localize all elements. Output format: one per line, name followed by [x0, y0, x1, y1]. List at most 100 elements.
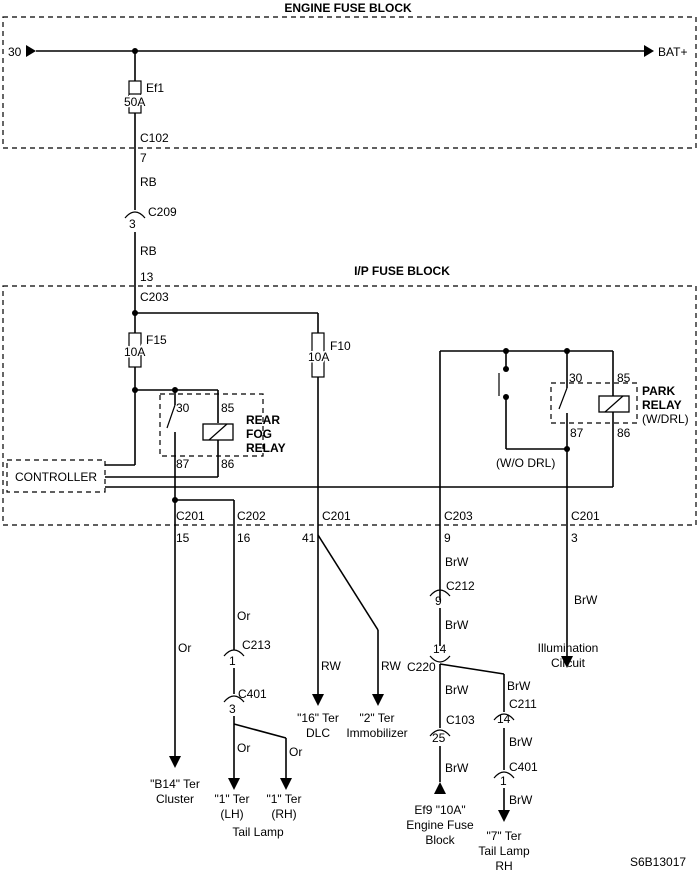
rh-tail-dest-2: Tail Lamp	[478, 844, 530, 858]
controller-box	[6, 459, 106, 493]
ef9-dest-1: Ef9 "10A"	[414, 803, 465, 817]
splice-dot	[172, 497, 178, 503]
pin-13: 13	[140, 270, 154, 284]
dlc-dest-1: "16" Ter	[297, 711, 339, 725]
wire-color-rh: Or	[289, 745, 302, 759]
illum-dest-2: Circuit	[551, 656, 586, 670]
c202: C202	[237, 509, 266, 523]
pr-pin87: 87	[570, 426, 584, 440]
c202-pin: 16	[237, 531, 251, 545]
input-arrow-icon	[26, 45, 36, 57]
lh-dest-2: (LH)	[220, 807, 243, 821]
wire-color-or-2: Or	[237, 609, 250, 623]
ef9-dest-2: Engine Fuse	[406, 818, 474, 832]
rfr-label-2: FOG	[246, 427, 272, 441]
relay-switch-icon	[166, 404, 176, 429]
arrow-down-icon	[280, 778, 292, 790]
wire-color-rb-2: RB	[140, 244, 157, 258]
c212-pin: 9	[435, 594, 442, 608]
rh-tail-dest-1: "7" Ter	[487, 829, 522, 843]
c203-b-pin: 9	[444, 531, 451, 545]
connector-c103-icon	[429, 729, 451, 737]
c103-pin: 25	[432, 731, 446, 745]
immo-dest-2: Immobilizer	[346, 726, 407, 740]
pr-label-3: (W/DRL)	[642, 412, 689, 426]
ip-fuse-block-outline	[2, 285, 697, 526]
arrow-up-icon	[434, 782, 446, 794]
brw-w4: BrW	[445, 761, 469, 775]
connector-c401-icon	[223, 695, 245, 703]
fuse-f10-name: F10	[330, 339, 351, 353]
switch-contact	[503, 366, 509, 372]
engine-fuse-block: ENGINE FUSE BLOCK 30 BAT+ Ef1 50A C102	[2, 1, 697, 149]
arrow-down-icon	[372, 694, 384, 706]
c211-label: C211	[509, 697, 537, 711]
wire-segment	[439, 663, 505, 675]
wire-color-rw: RW	[321, 659, 341, 673]
illum-dest-1-visible: Illumination	[538, 641, 599, 655]
arrow-down-icon	[228, 778, 240, 790]
c211-pin: 14	[497, 712, 511, 726]
c220-pin: 14	[433, 642, 447, 656]
c209-pin: 3	[129, 217, 136, 231]
splice-dot	[564, 446, 570, 452]
c213-pin: 1	[229, 654, 236, 668]
c401-label: C401	[238, 687, 267, 701]
c209-label: C209	[148, 205, 177, 219]
bottom-connector-labels: C201 15 C202 16 C201 41 C203 9 C201 3	[176, 509, 600, 545]
rfr-pin30: 30	[176, 401, 190, 415]
brw-w5: BrW	[507, 679, 531, 693]
fuse-f10-rating: 10A	[308, 350, 329, 364]
lh-dest-1: "1" Ter	[215, 792, 250, 806]
wire-color-rb: RB	[140, 175, 157, 189]
connector-c209-icon	[124, 211, 146, 219]
relay-switch-icon	[558, 387, 568, 410]
brw-w3: BrW	[445, 683, 469, 697]
illumination-circuit: BrW Illumination Illumination Circuit	[538, 593, 599, 670]
pr-pin85: 85	[617, 371, 631, 385]
wire-color-lh: Or	[237, 741, 250, 755]
fuse-f15-rating: 10A	[124, 345, 145, 359]
pr-label-1: PARK	[642, 384, 675, 398]
connector-c212-icon	[429, 589, 451, 597]
fuse-ef1-rating: 50A	[124, 95, 145, 109]
ef9-dest-3: Block	[425, 833, 455, 847]
wire-segment	[317, 534, 379, 631]
c201-b-pin: 41	[302, 531, 316, 545]
rfr-pin85: 85	[221, 401, 235, 415]
c201-a: C201	[176, 509, 205, 523]
immo-dest-1: "2" Ter	[360, 711, 395, 725]
wire-segment	[233, 723, 287, 739]
rfr-label-3: RELAY	[246, 441, 286, 455]
input-terminal-label: 30	[8, 45, 22, 59]
c102-pin: 7	[140, 151, 147, 165]
c213-label: C213	[242, 638, 271, 652]
figure-id: S6B13017	[630, 855, 686, 869]
connector-c220-icon	[429, 655, 451, 663]
c203-label: C203	[140, 290, 169, 304]
wire-color-brw: BrW	[574, 593, 598, 607]
dlc-immobilizer-circuit: RW RW "16" Ter DLC "2" Ter Immobilizer	[297, 377, 408, 740]
feed-circuit: 7 RB C209 3 RB 13	[124, 148, 177, 286]
cluster-dest-2: Cluster	[156, 792, 194, 806]
arrow-down-icon	[561, 656, 573, 668]
relay-coil-diag	[604, 395, 624, 413]
brw-w1: BrW	[445, 555, 469, 569]
tail-lamp-group-label: Tail Lamp	[232, 825, 284, 839]
cluster-dest-1: "B14" Ter	[150, 777, 200, 791]
brw-w2: BrW	[445, 618, 469, 632]
engine-fuse-block-title: ENGINE FUSE BLOCK	[284, 1, 412, 15]
rh-dest-2: (RH)	[271, 807, 296, 821]
rh-tail-dest-3: RH	[495, 859, 512, 873]
controller-label: CONTROLLER	[15, 470, 97, 484]
dlc-dest-2: DLC	[306, 726, 330, 740]
output-terminal-label: BAT+	[658, 45, 687, 59]
engine-fuse-block-outline	[2, 16, 697, 149]
brw-w7: BrW	[509, 793, 533, 807]
arrow-down-icon	[312, 694, 324, 706]
pr-label-2: RELAY	[642, 398, 682, 412]
c201-c-pin: 3	[571, 531, 578, 545]
c212-label: C212	[446, 579, 475, 593]
